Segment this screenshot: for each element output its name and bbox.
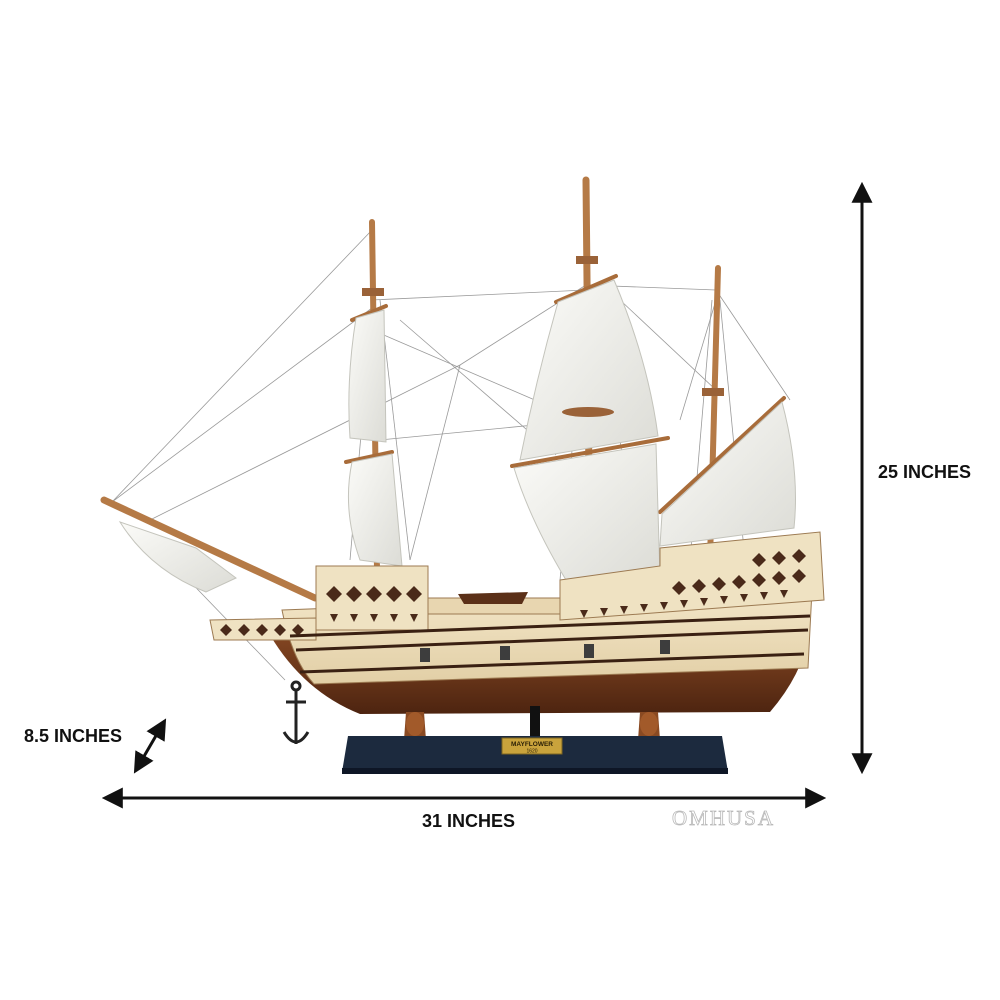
hull-wales xyxy=(289,614,811,674)
plaque-line-2: 1620 xyxy=(526,749,537,755)
name-plaque: MAYFLOWER 1620 xyxy=(501,737,563,755)
gun-ports xyxy=(420,640,670,662)
sails xyxy=(118,279,796,593)
hull-diamond-pattern xyxy=(220,549,806,636)
tops xyxy=(362,256,724,417)
height-label: 25 INCHES xyxy=(878,462,972,482)
brand-watermark: OMHUSA xyxy=(672,806,776,831)
depth-arrow xyxy=(133,718,167,774)
ships-boat xyxy=(458,592,528,604)
depth-label: 8.5 INCHES xyxy=(24,726,123,746)
yards xyxy=(344,274,786,514)
width-label: 31 INCHES xyxy=(422,811,516,831)
plaque-line-1: MAYFLOWER xyxy=(511,741,553,748)
anchor xyxy=(282,680,310,744)
